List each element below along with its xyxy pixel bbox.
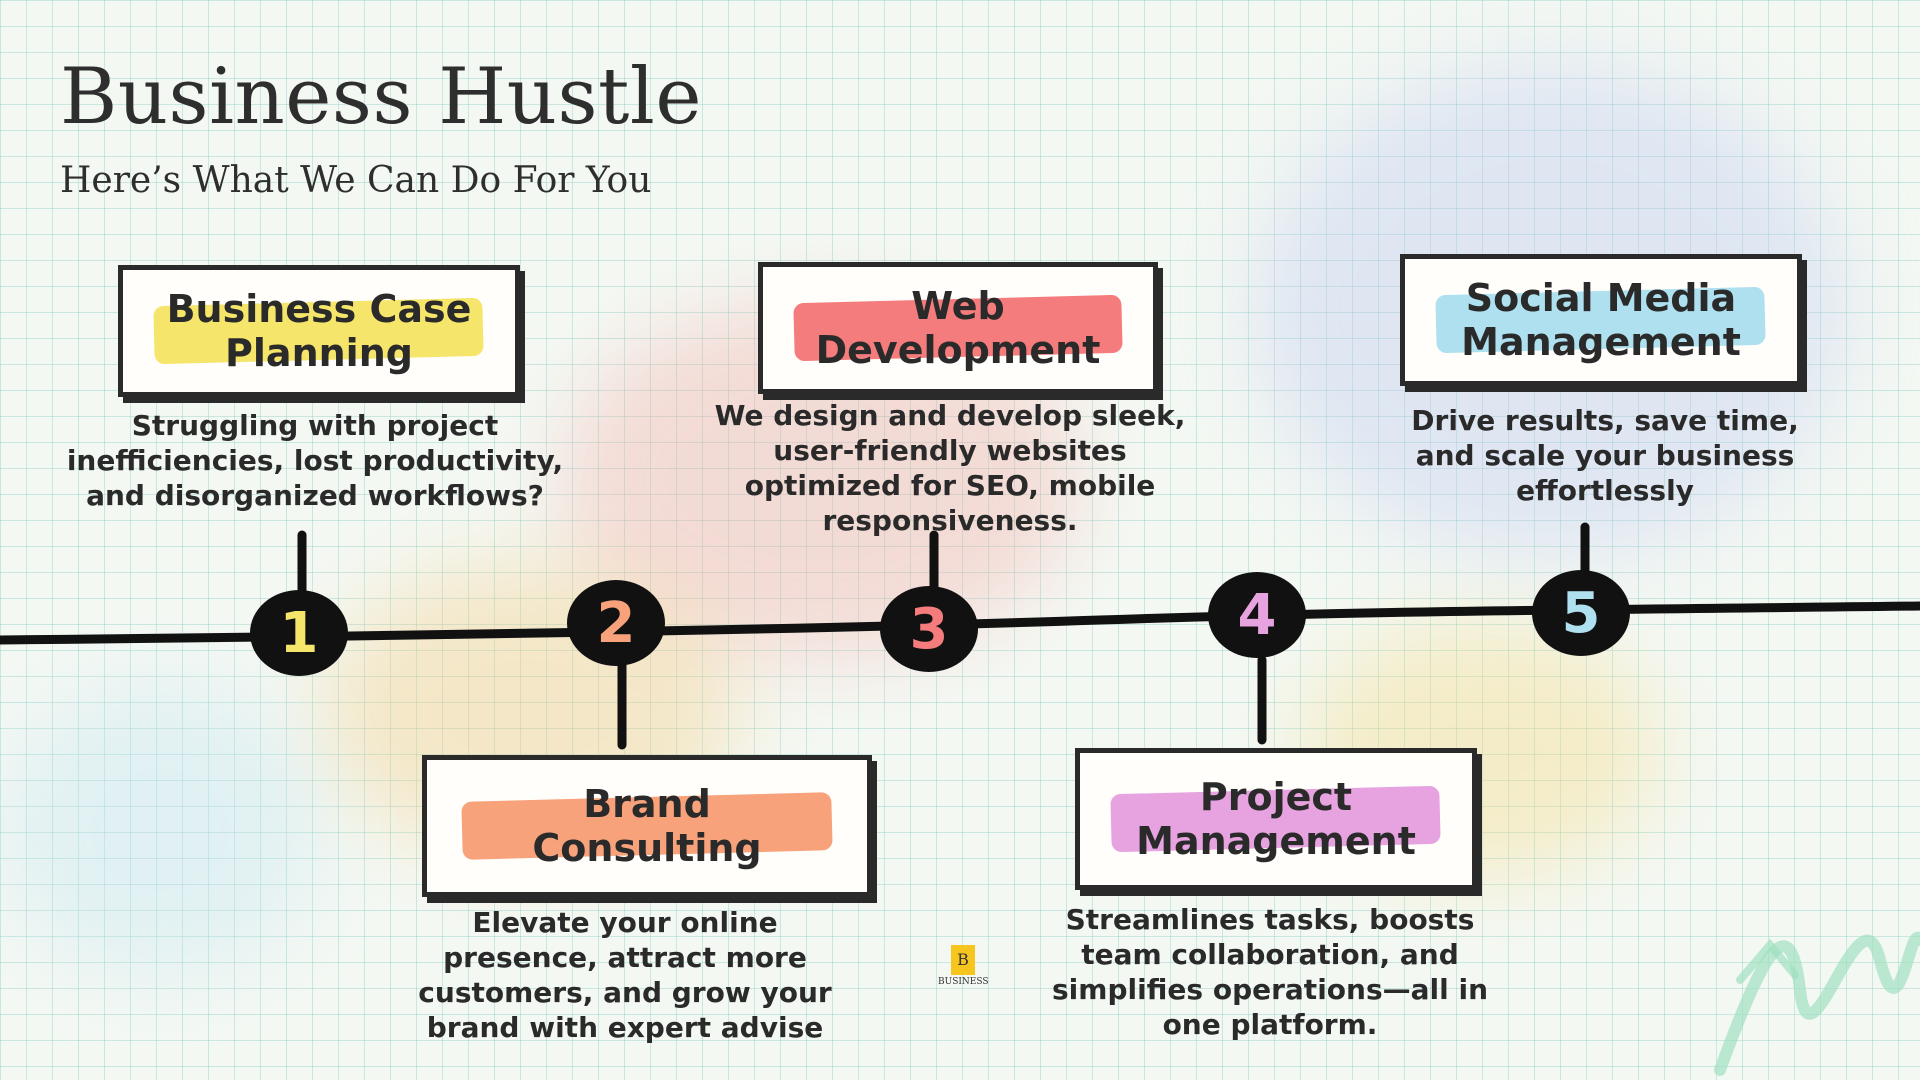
decorative-scribble bbox=[1714, 931, 1920, 1076]
step-5-title: Social Media Management bbox=[1461, 276, 1741, 364]
step-2-title: Brand Consulting bbox=[532, 782, 762, 870]
step-1-title-box: Business Case Planning bbox=[118, 265, 520, 397]
step-3-node: 3 bbox=[880, 586, 978, 672]
step-1-description: Struggling with project inefficiencies, … bbox=[66, 409, 564, 512]
step-4-title: Project Management bbox=[1136, 775, 1416, 863]
step-5-node: 5 bbox=[1532, 570, 1630, 656]
step-1-node: 1 bbox=[250, 590, 348, 676]
step-2-node: 2 bbox=[567, 580, 665, 666]
step-3-description: We design and develop sleek, user-friend… bbox=[714, 399, 1186, 537]
step-2-description: Elevate your online presence, attract mo… bbox=[418, 906, 832, 1044]
step-4-title-box: Project Management bbox=[1075, 748, 1477, 890]
step-5-title-box: Social Media Management bbox=[1400, 254, 1802, 386]
step-3-title-box: Web Development bbox=[758, 262, 1158, 394]
decorative-arrow bbox=[1736, 938, 1799, 984]
business-logo: B BUSINESS bbox=[938, 945, 989, 987]
page-title: Business Hustle bbox=[60, 52, 703, 142]
step-1-title: Business Case Planning bbox=[166, 287, 472, 375]
step-5-description: Drive results, save time, and scale your… bbox=[1411, 404, 1799, 507]
page-subtitle: Here’s What We Can Do For You bbox=[60, 160, 652, 201]
step-4-node: 4 bbox=[1208, 572, 1306, 658]
step-3-title: Web Development bbox=[815, 284, 1101, 372]
logo-mark: B bbox=[951, 945, 975, 975]
step-2-title-box: Brand Consulting bbox=[422, 755, 872, 897]
logo-text: BUSINESS bbox=[938, 977, 989, 987]
step-4-description: Streamlines tasks, boosts team collabora… bbox=[1052, 903, 1488, 1041]
